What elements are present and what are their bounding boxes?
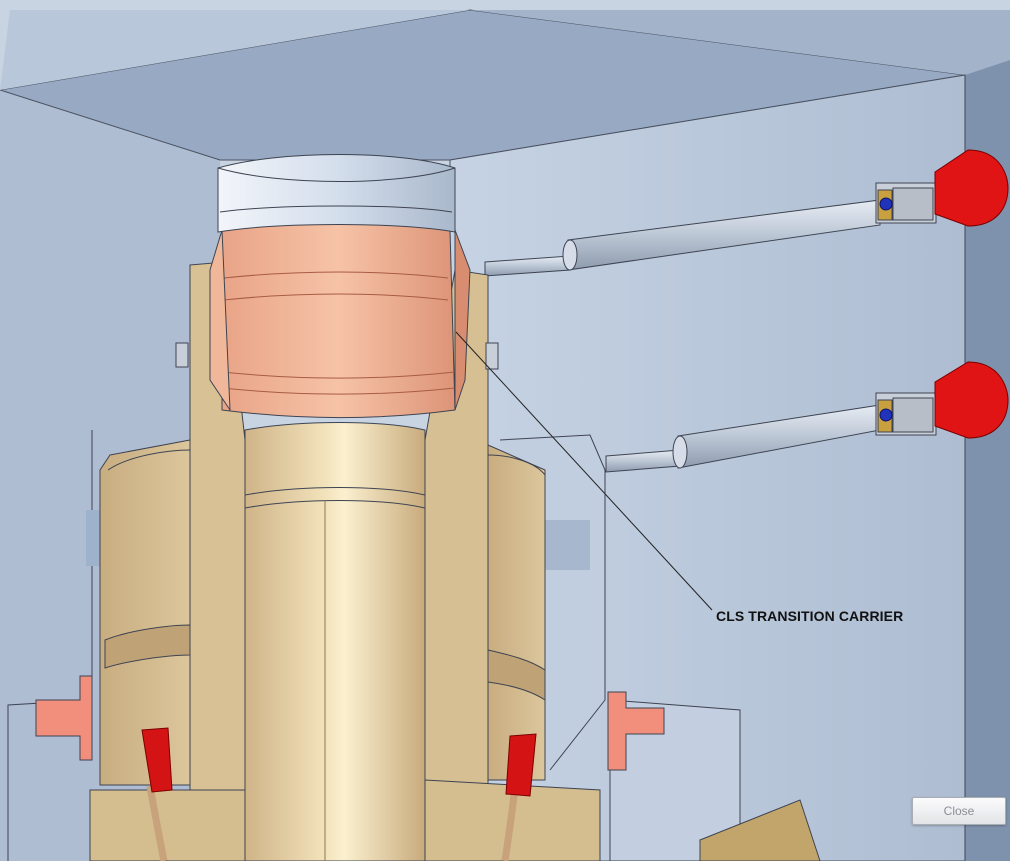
- actuator-cap-icon: [934, 149, 1009, 227]
- lower-connectors: [141, 727, 537, 861]
- close-button[interactable]: Close: [912, 797, 1006, 825]
- side-tabs: [35, 342, 665, 771]
- callout-leader-line: [455, 331, 713, 611]
- lower-actuator: [605, 361, 1009, 473]
- actuator-cap-icon: [934, 361, 1009, 439]
- upper-actuator: [484, 149, 1009, 277]
- callout-label: CLS TRANSITION CARRIER: [716, 608, 904, 624]
- transition-carrier: [209, 223, 471, 418]
- top-ring: [217, 154, 456, 233]
